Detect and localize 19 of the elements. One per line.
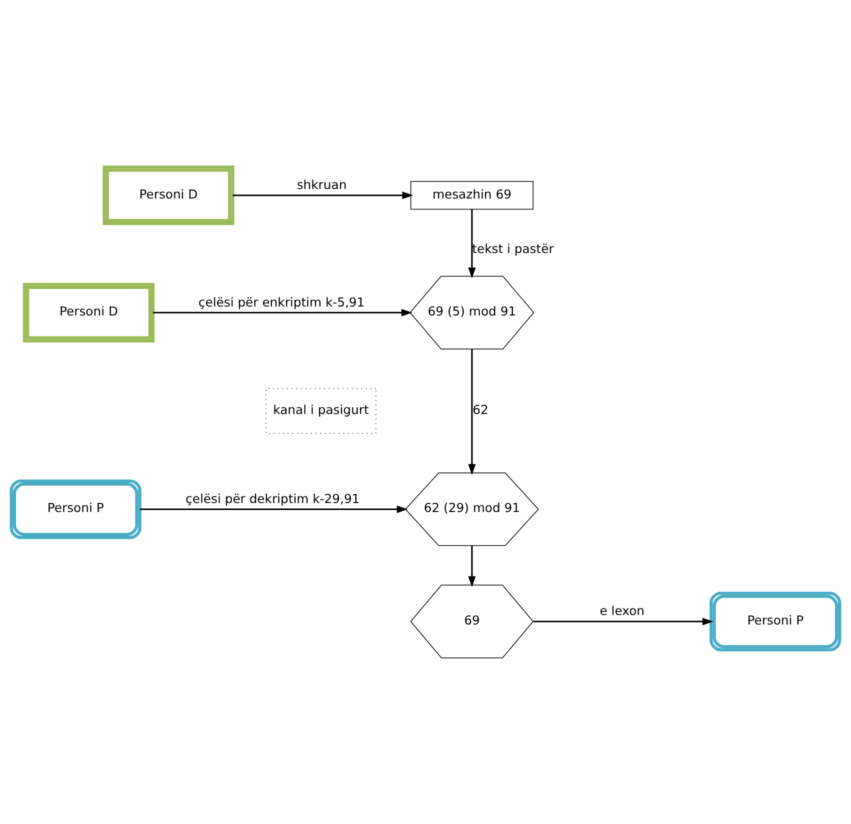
edge-label: e lexon [600,604,645,618]
node-box: Personi P [710,591,842,651]
arrow [533,617,714,625]
node-box: mesazhin 69 [410,180,534,210]
node-box: kanal i pasigurt [266,388,376,434]
edge-label: tekst i pastër [472,241,554,256]
arrow [232,191,414,199]
arrow [468,208,476,278]
arrow [468,348,476,474]
edge-label: 62 [472,402,488,416]
node-box: Personi D [102,165,234,225]
edge-label: çelësi për enkriptim k-5,91 [198,294,365,309]
node-box: Personi P [10,478,142,539]
arrow [140,504,408,513]
arrow [468,545,476,587]
edge-label: shkruan [296,178,347,192]
node-box: Personi D [22,282,155,342]
edge-label: çelësi për dekriptim k-29,91 [186,491,360,506]
arrow [153,308,412,316]
